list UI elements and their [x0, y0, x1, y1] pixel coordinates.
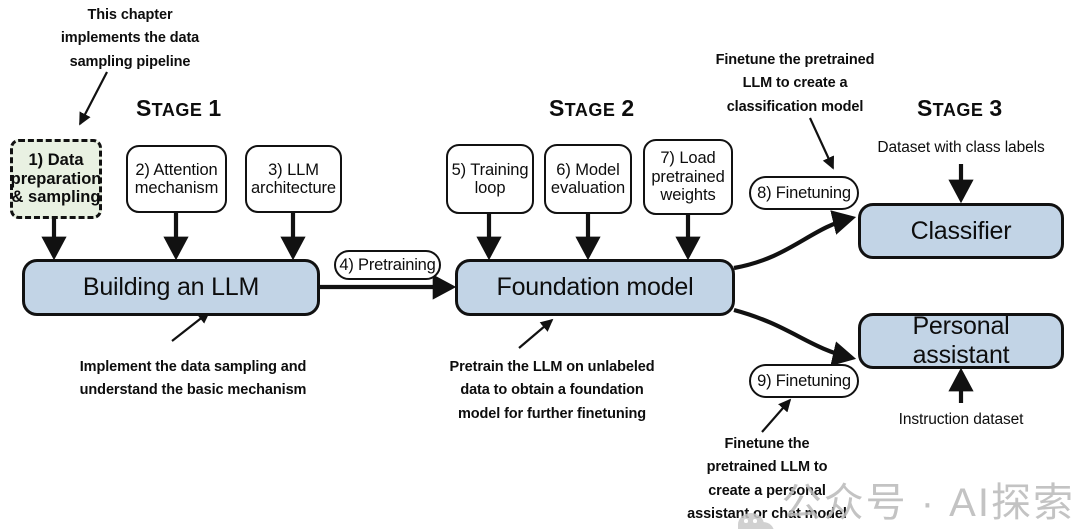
caption-assistant-note: Finetune the pretrained LLM to create a …	[687, 436, 847, 523]
step-box-attention-mechanism[interactable]: 2) Attention mechanism	[126, 145, 227, 213]
stage-3-s: S	[917, 95, 933, 121]
arrow-to-assistant	[733, 307, 857, 366]
step-box-load-pretrained-weights[interactable]: 7) Load pretrained weights	[643, 139, 733, 215]
arrow-stage1-note	[171, 310, 211, 342]
stage-1-s: S	[136, 95, 152, 121]
step-box-model-evaluation[interactable]: 6) Model evaluation	[544, 144, 632, 214]
arrow-chapter-note	[79, 71, 108, 126]
caption-classifier-note: Finetune the pretrained LLM to create a …	[715, 52, 875, 115]
label-dataset-class-labels: Dataset with class labels	[877, 139, 1045, 156]
stage-2-tage: TAGE	[564, 100, 616, 120]
wechat-logo-icon	[738, 511, 774, 529]
stage-3-number: 3	[989, 95, 1003, 121]
watermark: 公众号 · AI探索时代	[738, 470, 1080, 529]
step-box-llm-architecture[interactable]: 3) LLM architecture	[245, 145, 342, 213]
caption-stage1-note: Implement the data sampling and understa…	[79, 359, 307, 399]
pill-finetuning-classifier[interactable]: 8) Finetuning	[749, 176, 859, 210]
arrow-stage2-note	[518, 318, 554, 349]
output-box-personal-assistant[interactable]: Personal assistant	[858, 312, 1064, 369]
caption-chapter-note: This chapter implements the data samplin…	[60, 7, 200, 70]
arrow-classifier-note	[809, 117, 834, 170]
step-box-data-preparation[interactable]: 1) Data preparation & sampling	[10, 139, 102, 219]
stage-3-tage: TAGE	[932, 100, 984, 120]
arrow-assistant-note	[761, 398, 792, 433]
arrow-to-classifier	[733, 210, 857, 271]
output-box-foundation-model[interactable]: Foundation model	[455, 259, 735, 316]
label-instruction-dataset: Instruction dataset	[898, 411, 1024, 428]
output-box-building-an-llm[interactable]: Building an LLM	[22, 259, 320, 316]
stage-2-s: S	[549, 95, 565, 121]
watermark-text: 公众号 · AI探索时代	[781, 481, 1075, 525]
pill-finetuning-assistant[interactable]: 9) Finetuning	[749, 364, 859, 398]
stage-1-tage: TAGE	[151, 100, 203, 120]
output-box-classifier[interactable]: Classifier	[858, 203, 1064, 259]
stage-1-number: 1	[208, 95, 222, 121]
step-box-training-loop[interactable]: 5) Training loop	[446, 144, 534, 214]
caption-stage2-note: Pretrain the LLM on unlabeled data to ob…	[449, 359, 655, 422]
stage-2-number: 2	[621, 95, 635, 121]
pill-pretraining[interactable]: 4) Pretraining	[334, 250, 441, 280]
